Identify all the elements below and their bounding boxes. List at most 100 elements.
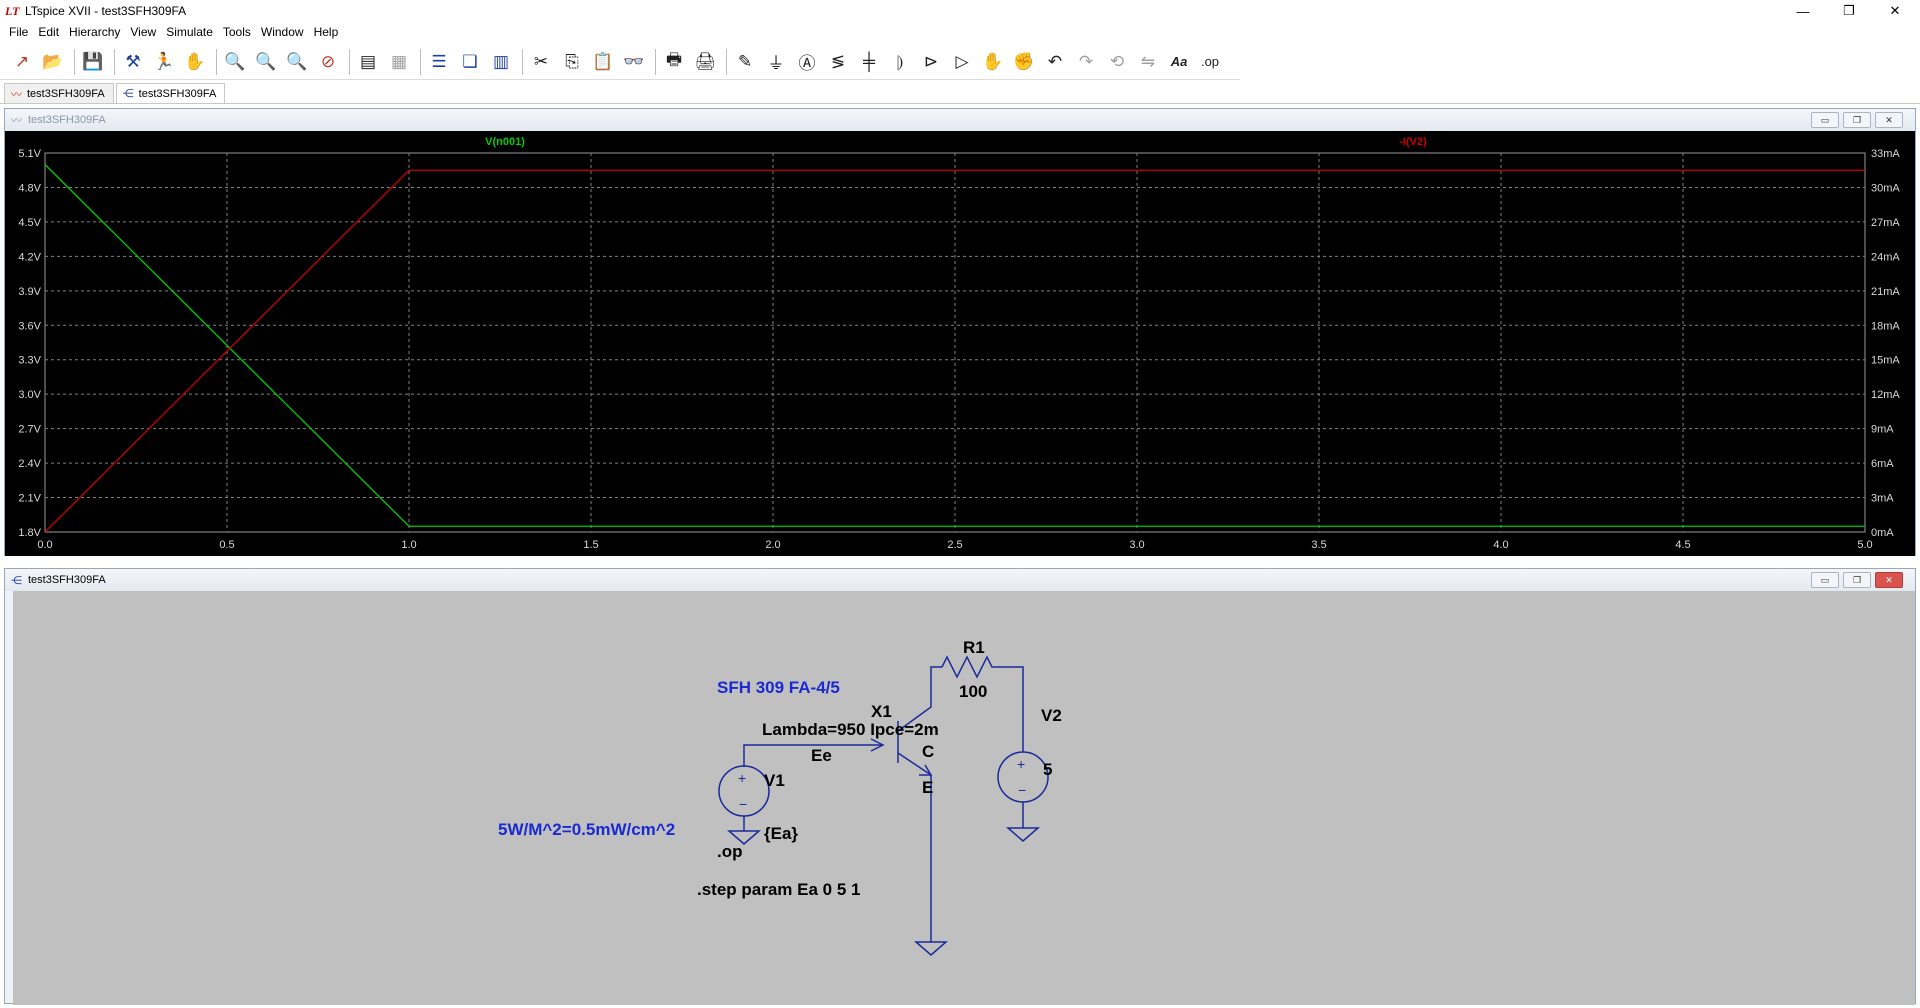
toolbar-separator [114, 48, 115, 75]
draw-wire-icon[interactable]: ✎ [737, 51, 753, 71]
control-panel-icon[interactable]: ⚒ [125, 51, 141, 71]
trace-label-v-n001[interactable]: V(n001) [485, 136, 525, 148]
schematic-minimize-button[interactable]: ▭ [1811, 572, 1839, 588]
trace-label-i-v2[interactable]: -I(V2) [1399, 136, 1427, 148]
step-directive[interactable]: .step param Ea 0 5 1 [697, 880, 860, 899]
spice-directive-icon[interactable]: .op [1200, 54, 1220, 69]
v1-name[interactable]: V1 [764, 771, 785, 790]
v2-name[interactable]: V2 [1041, 706, 1062, 725]
ground-symbol[interactable] [1005, 827, 1041, 842]
zoom-pan-icon[interactable]: 🔍 [255, 51, 277, 71]
y-left-tick-label: 4.2V [18, 251, 41, 263]
y-right-tick-label: 21mA [1871, 286, 1900, 298]
rotate-icon[interactable]: ⟲ [1109, 51, 1125, 71]
save-icon[interactable]: 💾 [82, 51, 104, 71]
pan-hand-icon[interactable]: ✋ [184, 51, 206, 71]
tab-schematic[interactable]: ⋲ test3SFH309FA [115, 83, 226, 103]
irradiance-comment[interactable]: 5W/M^2=0.5mW/cm^2 [498, 820, 675, 839]
minimize-button[interactable]: — [1796, 3, 1810, 19]
op-directive[interactable]: .op [717, 842, 743, 861]
resistor-icon[interactable]: ≶ [830, 51, 846, 71]
open-folder-icon[interactable]: 📂 [42, 51, 64, 71]
trace-i-v2[interactable] [44, 169, 1865, 533]
copy-icon[interactable]: ⎘ [565, 51, 579, 71]
menu-edit[interactable]: Edit [38, 25, 60, 39]
component-icon[interactable]: ▷ [955, 51, 969, 71]
r1-value[interactable]: 100 [959, 682, 987, 701]
wire[interactable] [897, 752, 932, 776]
mirror-icon[interactable]: ⇋ [1140, 51, 1156, 71]
menu-view[interactable]: View [130, 25, 157, 39]
zoom-in-icon[interactable]: 🔍 [224, 51, 246, 71]
menu-file[interactable]: File [9, 25, 29, 39]
schematic-restore-button[interactable]: ❐ [1843, 572, 1871, 588]
print-setup-icon[interactable]: 🖶 [665, 50, 683, 69]
y-left-tick-label: 3.6V [18, 320, 41, 332]
tile-horizontal-icon[interactable]: ☰ [431, 51, 447, 71]
find-icon[interactable]: 👓 [623, 51, 645, 71]
schematic-canvas[interactable]: + − + − R1 100 V2 5 X1 Lambda=950 Ipce=2… [13, 591, 1915, 1005]
v1-value[interactable]: {Ea} [764, 824, 798, 843]
schematic-window-titlebar[interactable]: ⋲ test3SFH309FA [5, 569, 1915, 591]
move-icon[interactable]: ✋ [982, 51, 1004, 71]
ground-symbol[interactable] [913, 941, 949, 956]
tile-vertical-icon[interactable]: ▥ [492, 51, 510, 71]
wire[interactable] [743, 744, 883, 767]
print-icon[interactable]: 🖨 [694, 51, 716, 71]
close-button[interactable]: ✕ [1889, 3, 1901, 18]
menu-tools[interactable]: Tools [222, 25, 251, 39]
menu-hierarchy[interactable]: Hierarchy [69, 25, 121, 39]
resistor-r1[interactable] [941, 655, 1003, 679]
schematic-drawing[interactable]: + − + − R1 100 V2 5 X1 Lambda=950 Ipce=2… [13, 591, 1915, 1005]
menu-simulate[interactable]: Simulate [166, 25, 213, 39]
net-label-ee[interactable]: Ee [811, 746, 832, 765]
y-left-tick-label: 2.1V [18, 493, 41, 505]
waveform-restore-button[interactable]: ❐ [1843, 112, 1871, 128]
run-icon[interactable]: 🏃 [153, 51, 175, 71]
tab-waveform[interactable]: 〰 test3SFH309FA [4, 83, 114, 103]
trace-v-n001[interactable] [44, 164, 1865, 527]
y-right-tick-label: 18mA [1871, 320, 1900, 332]
v2-value[interactable]: 5 [1043, 760, 1052, 779]
component-part-label[interactable]: SFH 309 FA-4/5 [717, 678, 840, 697]
inductor-icon[interactable]: ⦈ [896, 51, 904, 71]
drag-icon[interactable]: ✊ [1013, 51, 1035, 71]
waveform-window-titlebar[interactable]: 〰 test3SFH309FA [5, 109, 1915, 131]
paste-icon[interactable]: 📋 [592, 51, 614, 71]
ground-symbol[interactable] [726, 830, 762, 845]
label-net-icon[interactable]: Ⓐ [798, 54, 816, 73]
cascade-windows-icon[interactable]: ❏ [462, 51, 478, 71]
capacitor-icon[interactable]: ╪ [862, 51, 876, 71]
ground-icon[interactable]: ⏚ [767, 54, 785, 73]
y-right-tick-label: 0mA [1871, 527, 1894, 539]
maximize-button[interactable]: ❐ [1843, 3, 1855, 18]
x1-params[interactable]: Lambda=950 Ipce=2m [762, 720, 939, 739]
diode-icon[interactable]: ⊳ [923, 51, 939, 71]
menu-window[interactable]: Window [260, 25, 304, 39]
x1-name[interactable]: X1 [871, 702, 892, 721]
menu-help[interactable]: Help [313, 25, 339, 39]
r1-name[interactable]: R1 [963, 638, 985, 657]
cut-icon[interactable]: ✂ [533, 51, 549, 71]
undo-icon[interactable]: ↶ [1047, 51, 1063, 71]
waveform-minimize-button[interactable]: ▭ [1811, 112, 1839, 128]
zoom-out-icon[interactable]: 🔍 [286, 51, 308, 71]
schematic-close-button[interactable]: ✕ [1875, 572, 1903, 588]
wire[interactable] [930, 666, 942, 695]
waveform-close-button[interactable]: ✕ [1875, 112, 1903, 128]
open-schematic-icon[interactable]: ↗ [14, 51, 30, 71]
wire[interactable] [1003, 666, 1024, 752]
grid-icon[interactable]: ▦ [390, 51, 408, 71]
wire[interactable] [897, 695, 932, 732]
waveform-icon: 〰 [11, 88, 22, 101]
text-tool-icon[interactable]: Aa [1170, 54, 1188, 69]
y-right-tick-label: 15mA [1871, 355, 1900, 367]
autorange-icon[interactable]: ▤ [359, 51, 377, 71]
redo-icon[interactable]: ↷ [1078, 51, 1094, 71]
toolbar-separator [420, 48, 421, 75]
light-arrow[interactable] [870, 738, 885, 752]
waveform-window-title: test3SFH309FA [28, 114, 106, 126]
zoom-cancel-icon[interactable]: ⊘ [320, 51, 336, 71]
